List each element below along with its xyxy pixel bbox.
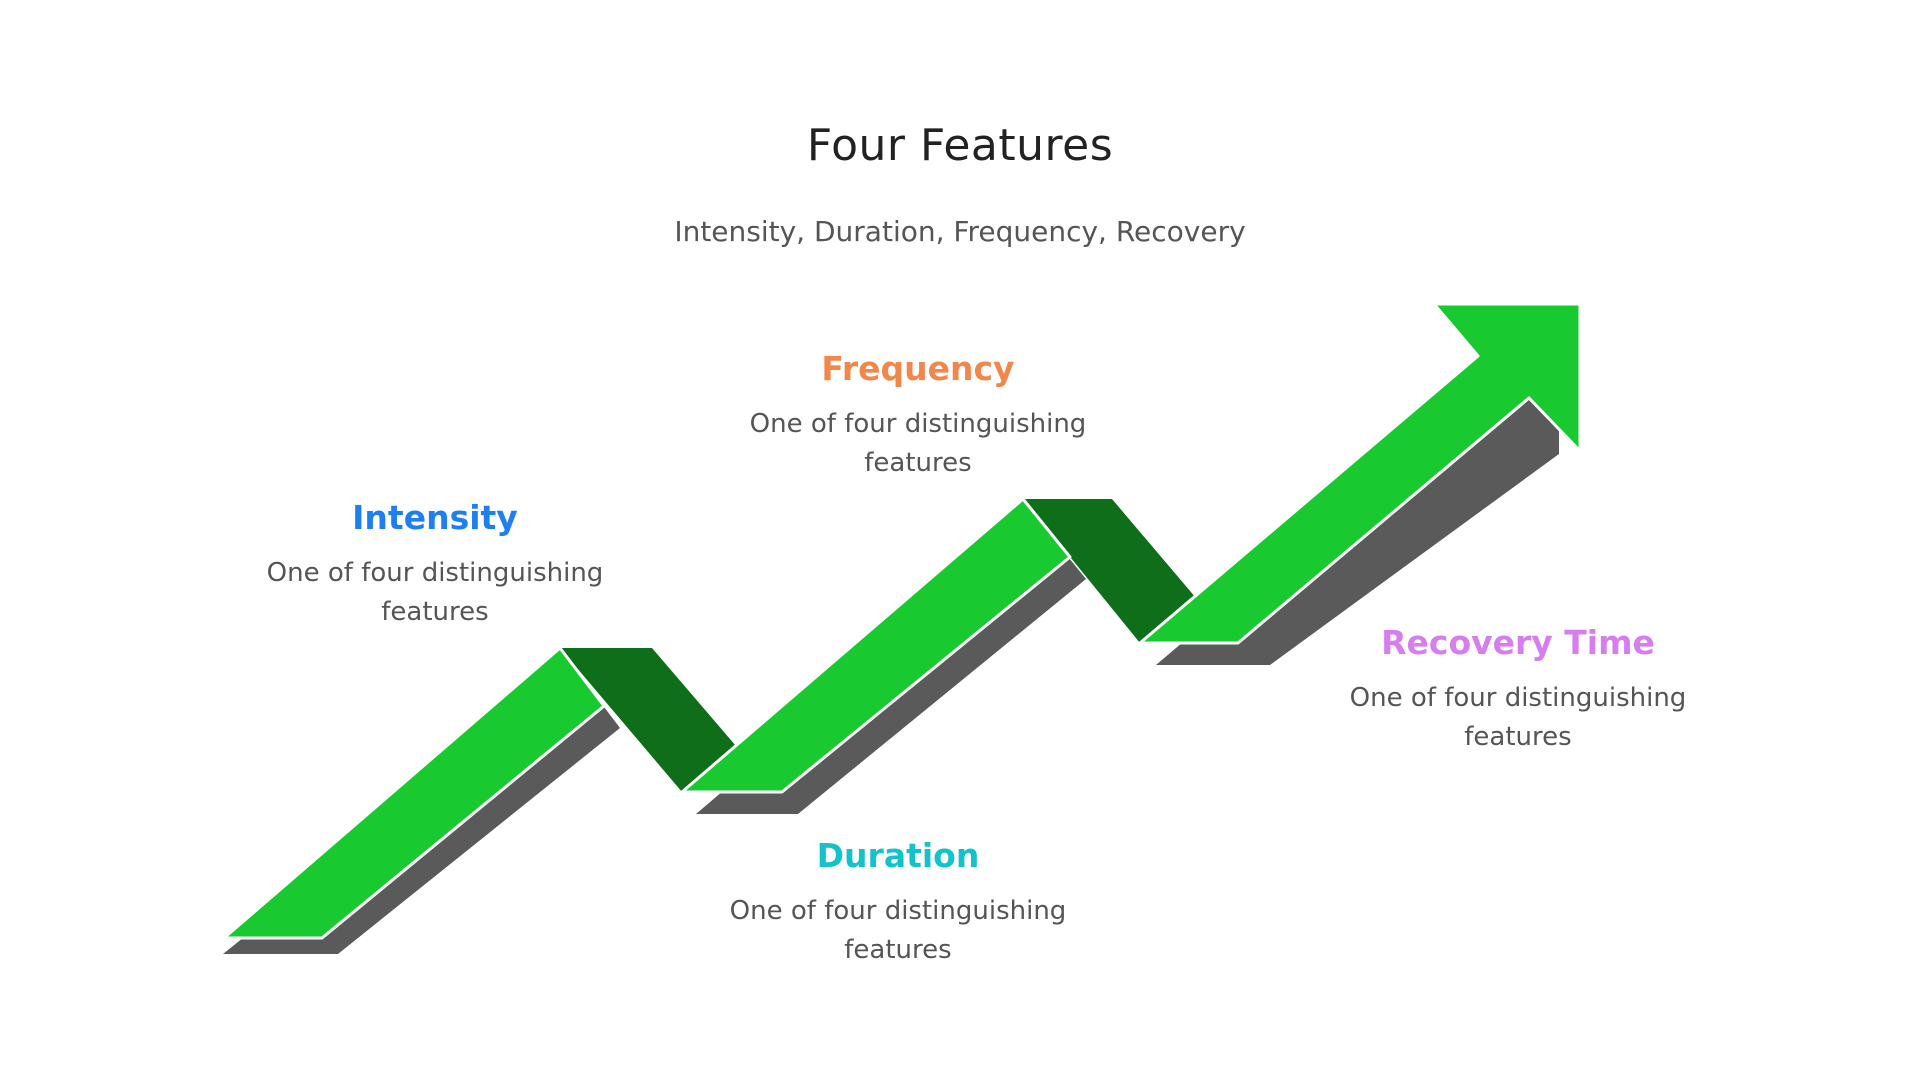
feature-desc-frequency: One of four distinguishing features bbox=[749, 409, 1087, 478]
arrow-body bbox=[222, 302, 1582, 940]
arrow-fold-1 bbox=[560, 648, 736, 792]
arrow-segment-1 bbox=[222, 646, 606, 940]
feature-desc-intensity: One of four distinguishing features bbox=[266, 558, 604, 627]
feature-title-recovery-time: Recovery Time bbox=[1381, 623, 1655, 662]
page-subtitle: Intensity, Duration, Frequency, Recovery bbox=[674, 215, 1246, 248]
feature-frequency: Frequency One of four distinguishing fea… bbox=[708, 349, 1128, 483]
feature-title-duration: Duration bbox=[816, 836, 980, 875]
feature-desc-duration: One of four distinguishing features bbox=[729, 896, 1067, 965]
feature-desc-recovery-time: One of four distinguishing features bbox=[1349, 683, 1687, 752]
feature-intensity: Intensity One of four distinguishing fea… bbox=[225, 498, 645, 632]
page-title: Four Features bbox=[806, 120, 1114, 171]
feature-recovery-time: Recovery Time One of four distinguishing… bbox=[1308, 623, 1728, 757]
feature-title-frequency: Frequency bbox=[821, 349, 1015, 388]
arrow-segment-3 bbox=[1138, 302, 1582, 645]
feature-duration: Duration One of four distinguishing feat… bbox=[688, 836, 1108, 970]
feature-title-intensity: Intensity bbox=[352, 498, 518, 537]
arrow-fold-2 bbox=[1023, 499, 1196, 643]
arrow-segment-2 bbox=[680, 497, 1072, 794]
arrow-folds bbox=[560, 499, 1196, 792]
